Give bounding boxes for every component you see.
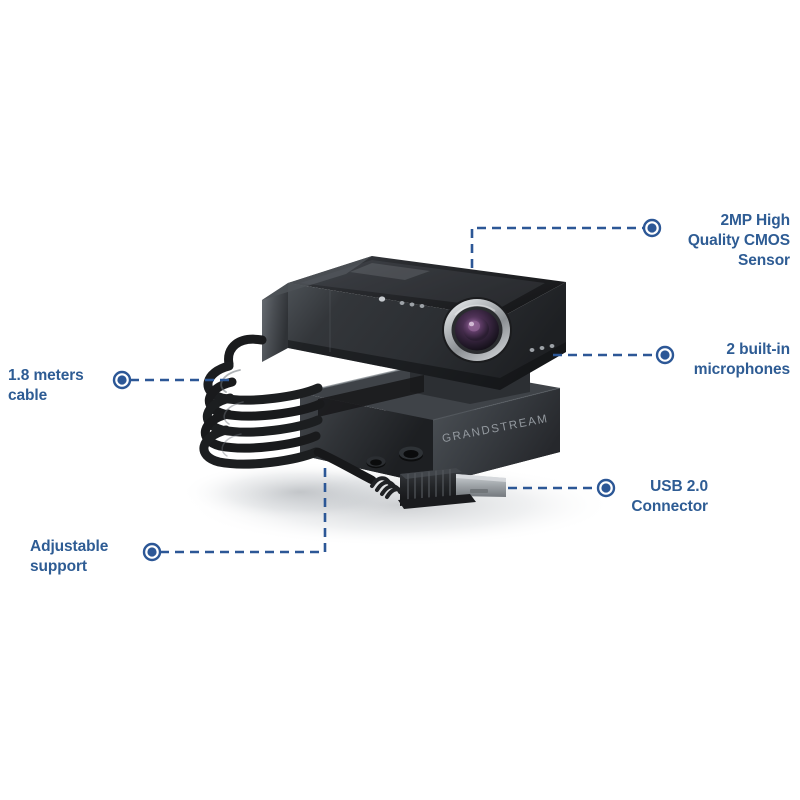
callout-dot-microphones[interactable] <box>655 345 675 365</box>
callout-dot-usb[interactable] <box>596 478 616 498</box>
webcam-body <box>262 256 566 390</box>
callout-label-support: Adjustable support <box>30 538 109 575</box>
callout-dot-support[interactable] <box>142 542 162 562</box>
callout-leaders <box>130 226 657 554</box>
camera-lens <box>442 297 512 363</box>
callout-dots <box>112 218 675 562</box>
cable-strain-relief <box>370 476 407 499</box>
callout-label-sensor: 2MP High Quality CMOS Sensor <box>687 212 790 269</box>
callout-dot-cable[interactable] <box>112 370 132 390</box>
microphone-holes-right <box>529 344 555 352</box>
leader-line-sensor <box>470 226 644 268</box>
microphone-holes-left <box>399 301 425 308</box>
callout-dot-sensor[interactable] <box>642 218 662 238</box>
usb-connector <box>398 468 506 509</box>
usb-cable <box>199 334 407 499</box>
callout-label-microphones: 2 built-in microphones <box>693 341 790 378</box>
callout-label-usb: USB 2.0 Connector <box>631 478 708 515</box>
led-indicator <box>378 296 386 302</box>
callout-label-cable: 1.8 meters cable <box>8 367 84 404</box>
leader-line-support <box>160 462 327 554</box>
